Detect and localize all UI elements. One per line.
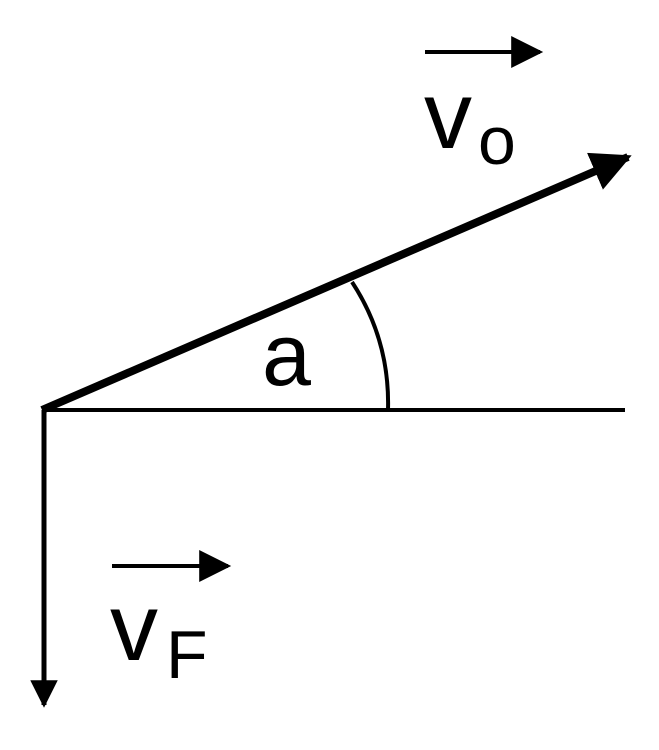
- v0-label: v o: [424, 36, 544, 179]
- v0-vector-arrow: [40, 152, 632, 414]
- v0-label-main: v: [424, 62, 472, 169]
- vf-label-main: v: [110, 574, 158, 681]
- vf-label-subscript: F: [166, 617, 208, 693]
- angle-label: a: [262, 305, 311, 404]
- vf-label: v F: [110, 550, 232, 693]
- v0-label-subscript: o: [478, 103, 516, 179]
- angle-arc: [350, 280, 391, 411]
